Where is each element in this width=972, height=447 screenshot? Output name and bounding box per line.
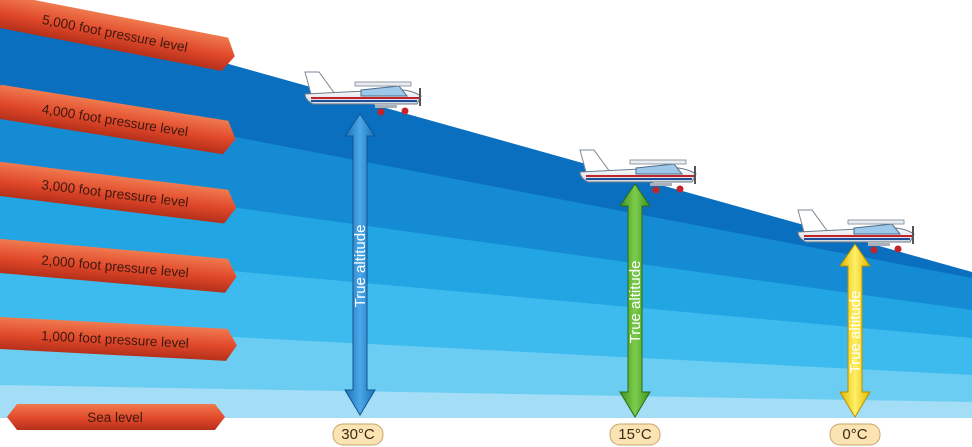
level-banner-sea: Sea level: [7, 404, 225, 430]
ground-white: [0, 418, 972, 447]
temp-label-3: 0°C: [842, 426, 867, 443]
true-altitude-arrow-1: True altitude: [344, 113, 376, 416]
temp-label-2: 15°C: [618, 426, 652, 443]
airplane-icon: [579, 149, 697, 194]
true-altitude-label-2: True altitude: [627, 261, 644, 344]
true-altitude-label-3: True altitude: [847, 291, 864, 374]
aircraft-1: True altitude: [304, 71, 422, 416]
true-altitude-arrow-3: True altitude: [839, 243, 871, 418]
true-altitude-arrow-2: True altitude: [619, 183, 651, 418]
temp-badge-2: 15°C: [609, 423, 661, 446]
level-banner-2000: 2,000 foot pressure level: [0, 238, 237, 293]
level-banner-1000: 1,000 foot pressure level: [0, 316, 237, 361]
level-label-sea: Sea level: [87, 410, 143, 425]
temp-badge-1: 30°C: [332, 423, 384, 446]
true-altitude-label-1: True altitude: [352, 225, 369, 308]
aircraft-2: True altitude: [579, 149, 697, 418]
airplane-icon: [304, 71, 422, 116]
temp-label-1: 30°C: [341, 426, 375, 443]
temp-badge-3: 0°C: [829, 423, 881, 446]
aircraft-3: True altitude: [797, 209, 915, 418]
upper-sky: [0, 0, 972, 272]
airplane-icon: [797, 209, 915, 254]
